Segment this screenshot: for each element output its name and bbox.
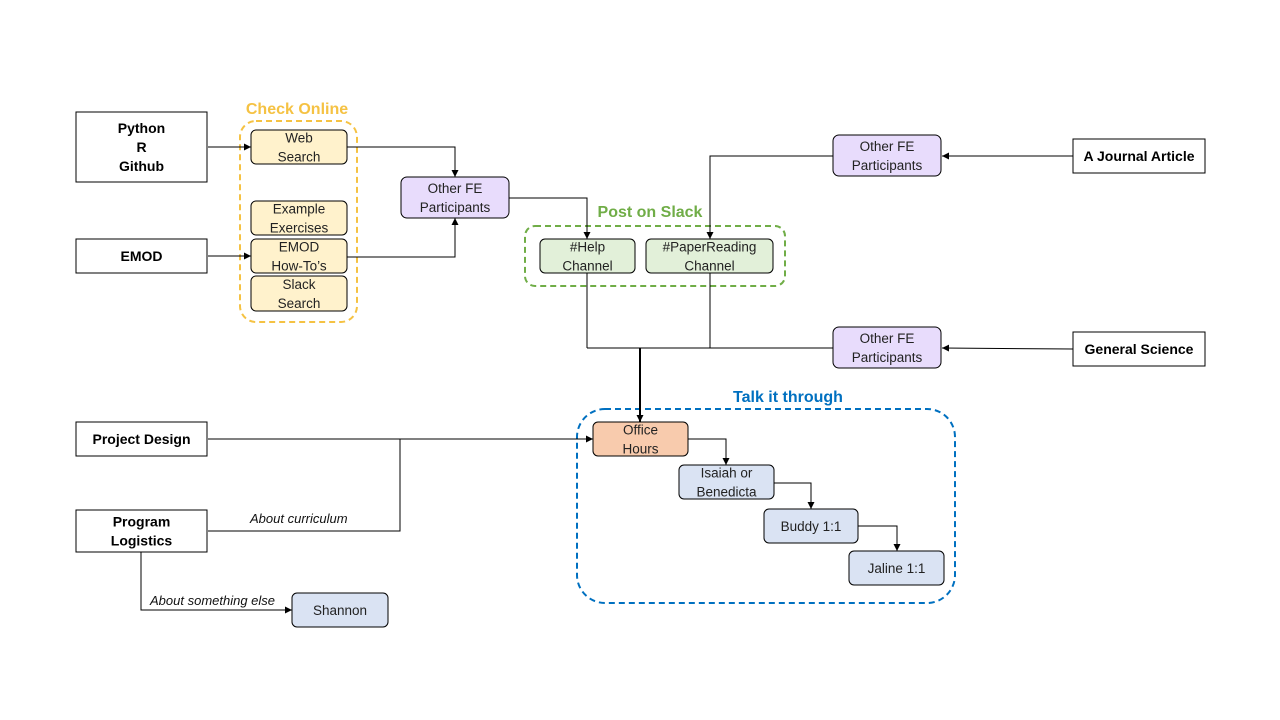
participants-box-3: Other FE Participants xyxy=(832,326,942,369)
talk-jaline-1-1-frame xyxy=(848,550,945,586)
shannon-box: Shannon xyxy=(291,592,389,628)
post-on-slack-frame xyxy=(524,225,786,287)
edge-howtos-to-participants xyxy=(347,218,459,258)
online-web-search-frame xyxy=(250,129,348,165)
talk-office-hours-label-line: Hours xyxy=(622,442,658,457)
participants-box-2-frame xyxy=(832,134,942,177)
talk-office-hours-label-line: Office xyxy=(623,423,658,438)
source-program-logistics-label-line: Logistics xyxy=(111,533,173,549)
source-program-logistics-label-line: Program xyxy=(113,514,171,530)
group-talk-it-through: Talk it through xyxy=(576,389,956,604)
online-emod-howtos-frame xyxy=(250,238,348,274)
talk-isaiah-or-benedicta-label-line: Benedicta xyxy=(696,485,757,500)
participants-box-1-frame xyxy=(400,176,510,219)
edge-label-about-something-else: About something else xyxy=(149,593,275,608)
participants-box-1-label-line: Participants xyxy=(420,200,491,215)
talk-isaiah-or-benedicta: Isaiah or Benedicta xyxy=(678,464,775,500)
online-emod-howtos-label-line: EMOD xyxy=(279,240,320,255)
source-emod: EMOD xyxy=(75,238,208,274)
online-example-exercises-frame xyxy=(250,200,348,236)
participants-box-2-label-line: Participants xyxy=(852,158,923,173)
participants-box-3-label-line: Participants xyxy=(852,350,923,365)
edge-logistics-to-shannon xyxy=(140,552,292,614)
online-example-exercises-label-line: Exercises xyxy=(270,221,329,236)
online-slack-search-label-line: Search xyxy=(278,296,321,311)
source-general-science-label-line: General Science xyxy=(1085,341,1194,357)
group-check-online: Check Online xyxy=(239,101,358,323)
source-emod-frame xyxy=(75,238,208,274)
source-python-r-github-label-line: Python xyxy=(118,120,165,136)
slack-help-channel-label-line: Channel xyxy=(562,259,612,274)
talk-jaline-1-1-label-line: Jaline 1:1 xyxy=(868,561,926,576)
talk-it-through-title: Talk it through xyxy=(733,389,843,406)
edge-logistics-curriculum xyxy=(208,439,401,532)
source-general-science: General Science xyxy=(1072,331,1206,367)
post-on-slack-title: Post on Slack xyxy=(598,204,703,221)
group-post-on-slack: Post on Slack xyxy=(524,204,786,287)
edge-office-to-isaiah xyxy=(688,438,730,465)
source-python-r-github-label-line: R xyxy=(136,139,146,155)
participants-box-3-frame xyxy=(832,326,942,369)
slack-paperreading-channel-label-line: #PaperReading xyxy=(663,240,757,255)
talk-buddy-1-1: Buddy 1:1 xyxy=(763,508,859,544)
online-slack-search-frame xyxy=(250,275,348,312)
talk-buddy-1-1-label-line: Buddy 1:1 xyxy=(781,519,842,534)
talk-buddy-1-1-frame xyxy=(763,508,859,544)
participants-box-2: Other FE Participants xyxy=(832,134,942,177)
source-journal-article-frame xyxy=(1072,138,1206,174)
source-journal-article-label-line: A Journal Article xyxy=(1084,148,1195,164)
source-project-design-label-line: Project Design xyxy=(92,431,190,447)
slack-help-channel-frame xyxy=(539,238,636,274)
slack-paperreading-channel-frame xyxy=(645,238,774,274)
check-online-frame xyxy=(239,120,358,323)
online-slack-search-label-line: Slack xyxy=(282,277,315,292)
slack-paperreading-channel-label-line: Channel xyxy=(684,259,734,274)
source-emod-label-line: EMOD xyxy=(121,248,163,264)
online-web-search-label-line: Search xyxy=(278,150,321,165)
source-program-logistics-frame xyxy=(75,509,208,553)
edge-participants-to-help xyxy=(509,197,591,239)
participants-box-1: Other FE Participants xyxy=(400,176,510,219)
slack-help-channel-label-line: #Help xyxy=(570,240,605,255)
source-python-r-github-label-line: Github xyxy=(119,158,164,174)
talk-office-hours-frame xyxy=(592,421,689,457)
online-web-search-label-line: Web xyxy=(285,131,313,146)
talk-isaiah-or-benedicta-label-line: Isaiah or xyxy=(701,466,753,481)
edge-buddy-to-jaline xyxy=(858,525,901,551)
source-project-design: Project Design xyxy=(75,421,208,457)
edge-isaiah-to-buddy xyxy=(774,482,815,509)
shannon-box-label-line: Shannon xyxy=(313,603,367,618)
online-emod-howtos-label-line: How-To’s xyxy=(271,259,327,274)
participants-box-1-label-line: Other FE xyxy=(428,181,483,196)
talk-isaiah-or-benedicta-frame xyxy=(678,464,775,500)
shannon-box-frame xyxy=(291,592,389,628)
edge-participants-to-paperreading xyxy=(706,155,833,239)
check-online-title: Check Online xyxy=(246,101,348,118)
source-journal-article: A Journal Article xyxy=(1072,138,1206,174)
talk-jaline-1-1: Jaline 1:1 xyxy=(848,550,945,586)
participants-box-2-label-line: Other FE xyxy=(860,139,915,154)
source-general-science-frame xyxy=(1072,331,1206,367)
source-python-r-github-frame xyxy=(75,111,208,183)
online-example-exercises-label-line: Example xyxy=(273,202,326,217)
talk-it-through-frame xyxy=(576,408,956,604)
source-project-design-frame xyxy=(75,421,208,457)
edge-web-search-to-participants xyxy=(347,146,459,177)
edge-label-about-curriculum: About curriculum xyxy=(249,511,348,526)
edge-general-science-to-participants xyxy=(941,344,1074,352)
online-emod-howtos: EMOD How-To’s xyxy=(250,238,348,274)
participants-box-3-label-line: Other FE xyxy=(860,331,915,346)
edges xyxy=(140,143,1074,614)
